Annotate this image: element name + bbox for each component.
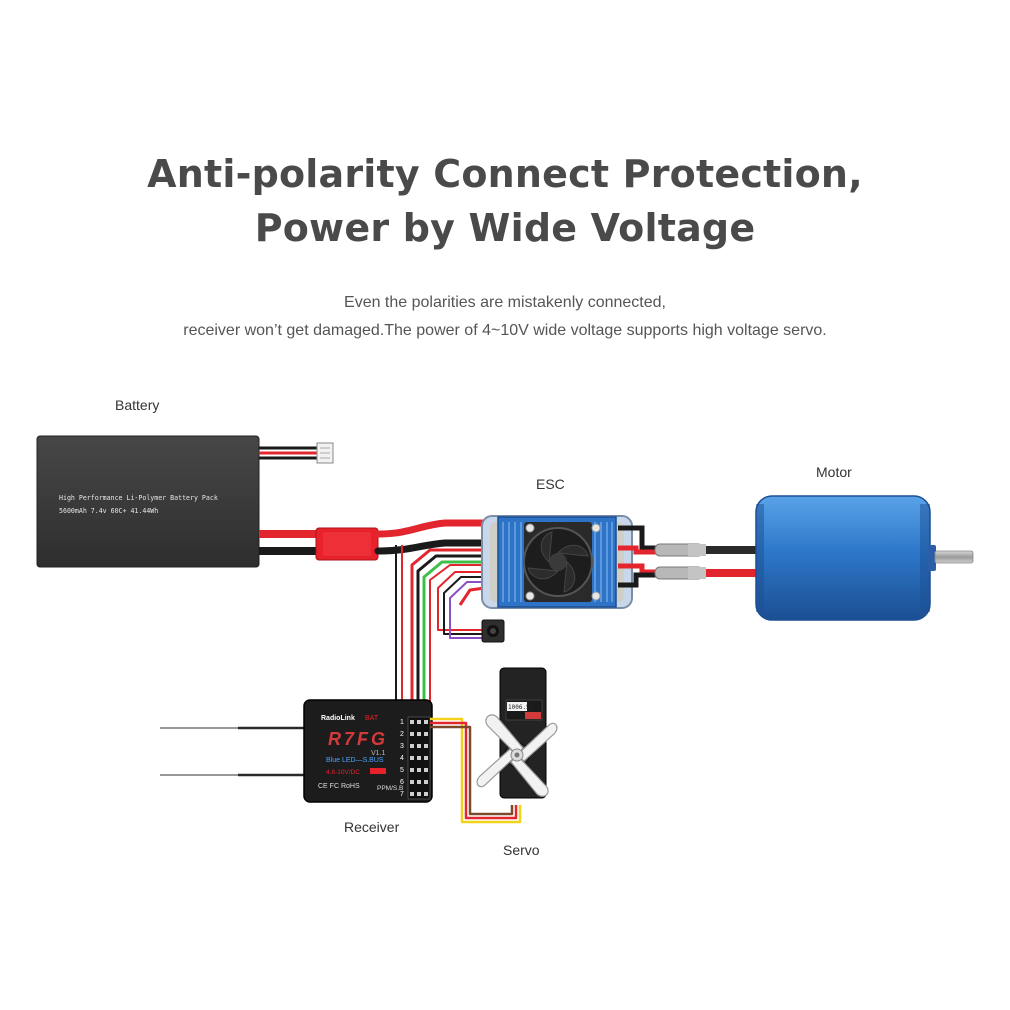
receiver-version: V1.1 (371, 750, 386, 757)
channel-number: 2 (400, 731, 404, 738)
balance-lead (259, 442, 334, 464)
receiver-antennas (160, 726, 310, 777)
channel-number: 5 (400, 767, 404, 774)
servo-label: Servo (503, 842, 540, 858)
receiver-bat-label: BAT (365, 715, 379, 722)
brushless-motor (755, 495, 974, 621)
servo-cable (430, 717, 522, 824)
receiver-model: R7FG (328, 729, 388, 749)
esc-label: ESC (536, 476, 565, 492)
subtitle-line-2: receiver won’t get damaged.The power of … (183, 322, 827, 339)
receiver-led-label: Blue LED—S.BUS (326, 757, 384, 764)
battery-spec-line-1: High Performance Li-Polymer Battery Pack (59, 494, 218, 502)
esc-power-wires (374, 519, 489, 555)
receiver-unit: RadioLink BAT R7FG V1.1 Blue LED—S.BUS 4… (303, 699, 433, 803)
battery-spec-line-2: 5600mAh 7.4v 60C+ 41.44Wh (59, 507, 158, 515)
page-title-line-2: Power by Wide Voltage (254, 206, 756, 250)
receiver-voltage: 4.8-10V/DC (326, 769, 360, 776)
battery-main-leads (259, 527, 379, 561)
page-title-line-1: Anti-polarity Connect Protection, (147, 152, 863, 196)
receiver-label: Receiver (344, 819, 400, 835)
receiver-ppm-label: PPM/S.B (377, 785, 403, 792)
channel-number: 1 (400, 719, 404, 726)
servo-display: 1006.5g (508, 704, 534, 711)
motor-phase-wires (618, 525, 757, 588)
servo-unit: 1006.5g (476, 667, 558, 799)
battery-label: Battery (115, 397, 160, 413)
channel-number: 6 (400, 779, 404, 786)
esc-unit (481, 515, 633, 609)
channel-number: 4 (400, 755, 404, 762)
motor-shaft (934, 550, 974, 564)
channel-number: 3 (400, 743, 404, 750)
servo-horn (476, 714, 558, 797)
esc-heatsink-fins (502, 522, 613, 602)
subtitle-line-1: Even the polarities are mistakenly conne… (344, 294, 666, 311)
receiver-mode-badge (370, 768, 386, 774)
battery-pack: High Performance Li-Polymer Battery Pack… (36, 435, 260, 568)
channel-number: 7 (400, 791, 404, 798)
esc-program-button (481, 619, 505, 643)
receiver-signal-wires (395, 545, 488, 718)
receiver-brand: RadioLink (321, 715, 355, 722)
motor-label: Motor (816, 464, 852, 480)
receiver-certifications: CE FC RoHS (318, 783, 360, 790)
